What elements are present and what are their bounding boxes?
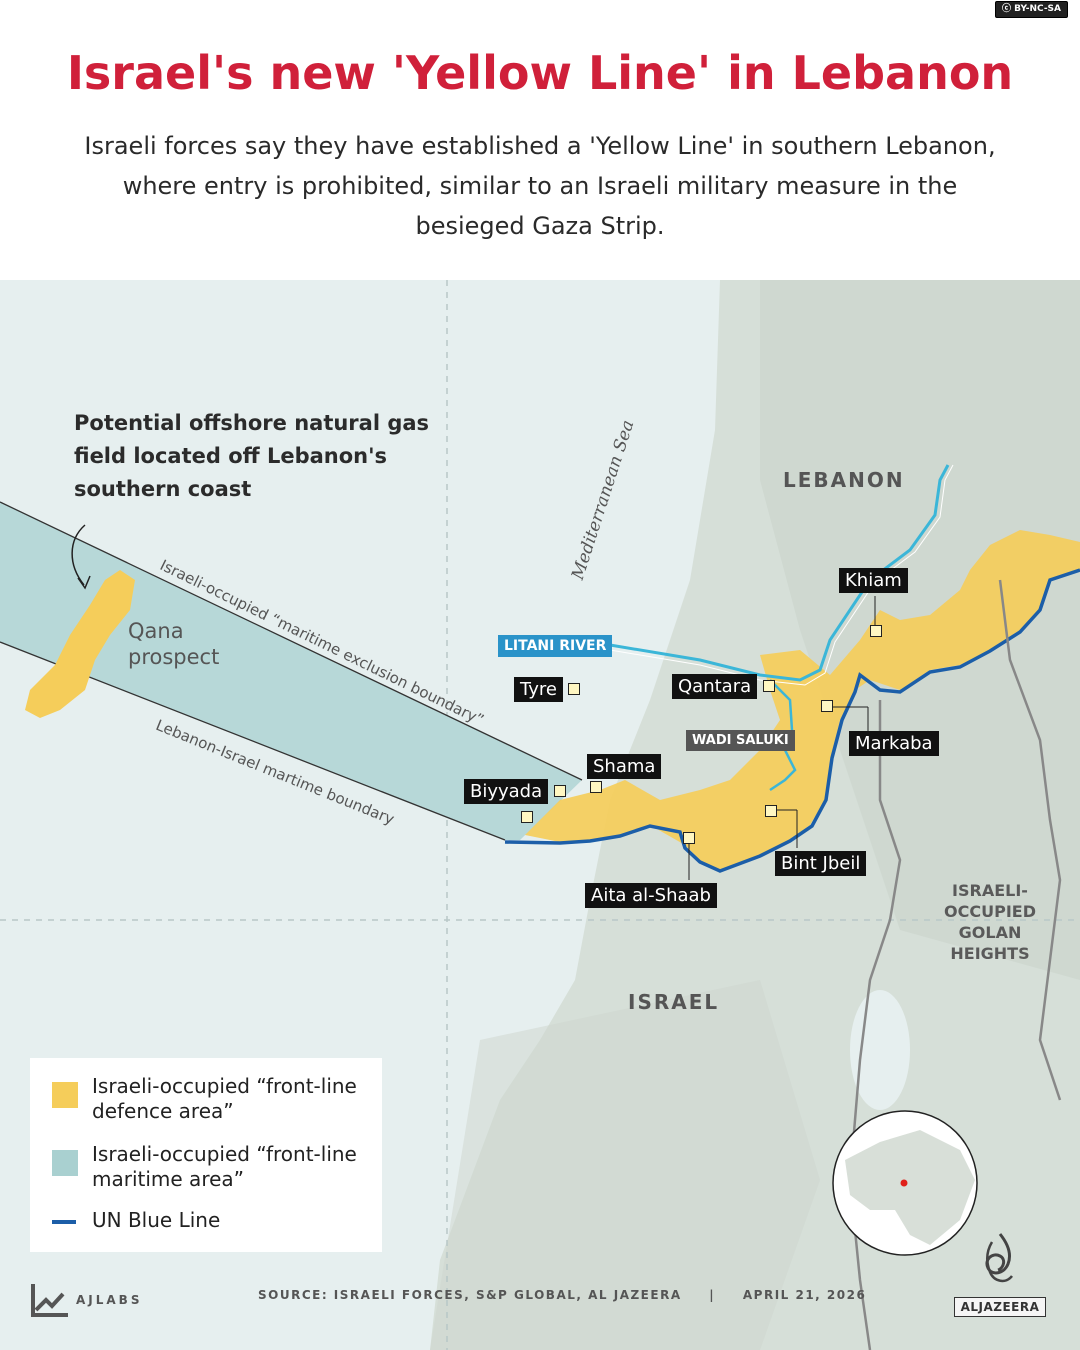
ajlabs-text: AJLABS [76, 1293, 143, 1307]
source-line: SOURCE: ISRAELI FORCES, S&P GLOBAL, AL J… [258, 1288, 866, 1302]
map-legend: Israeli-occupied “front-line defence are… [30, 1058, 382, 1252]
aljazeera-wordmark: ALJAZEERA [954, 1297, 1046, 1317]
marker-bint-jbeil [765, 805, 777, 817]
terrain-shade-2 [430, 980, 820, 1350]
legend-blue-line-swatch [52, 1220, 76, 1224]
place-biyyada: Biyyada [464, 779, 549, 804]
qana-prospect-label: Qana prospect [128, 619, 220, 669]
source-text: SOURCE: ISRAELI FORCES, S&P GLOBAL, AL J… [258, 1288, 682, 1302]
ajlabs-icon [31, 1284, 68, 1317]
globe-location-dot [900, 1179, 908, 1187]
marker-biyyada [554, 785, 566, 797]
legend-defence-swatch [52, 1082, 78, 1108]
page-subtitle: Israeli forces say they have established… [84, 132, 996, 240]
marker-coast [521, 811, 533, 823]
map[interactable]: Potential offshore natural gas field loc… [0, 280, 1080, 1350]
blue-line [504, 568, 1080, 873]
place-tyre: Tyre [514, 677, 563, 702]
separator: | [709, 1288, 716, 1302]
golan-label: ISRAELI-OCCUPIED GOLAN HEIGHTS [944, 881, 1036, 963]
aljazeera-logo: ALJAZEERA [954, 1232, 1046, 1317]
litani-river [609, 464, 950, 682]
marker-shama [590, 781, 602, 793]
marker-tyre [568, 683, 580, 695]
marker-khiam [870, 625, 882, 637]
place-bint-jbeil: Bint Jbeil [775, 851, 867, 876]
aljazeera-logo-icon [985, 1233, 1013, 1283]
place-qantara: Qantara [672, 674, 758, 699]
cc-icon: ⓒ [1002, 4, 1015, 14]
place-shama: Shama [587, 754, 662, 779]
wadi-saluki-label: WADI SALUKI [686, 730, 795, 751]
marker-qantara [763, 680, 775, 692]
place-markaba: Markaba [849, 731, 939, 756]
lebanon-label: LEBANON [783, 468, 905, 492]
place-aita-al-shaab: Aita al-Shaab [585, 883, 717, 908]
globe-land [845, 1130, 975, 1245]
border [848, 700, 902, 1350]
legend-maritime-label: Israeli-occupied “front-line maritime ar… [92, 1142, 357, 1191]
marker-aita-al-shaab [683, 832, 695, 844]
callout-arrowhead [77, 575, 91, 590]
maritime-area [0, 502, 582, 840]
map-graphic [0, 280, 1080, 1350]
callout-arrow [71, 524, 86, 586]
defence-area [525, 530, 1080, 870]
golan-border [998, 579, 1062, 1101]
date-text: APRIL 21, 2026 [742, 1288, 867, 1302]
page-title: Israel's new 'Yellow Line' in Lebanon [66, 46, 1014, 100]
place-khiam: Khiam [839, 568, 908, 593]
gas-field-callout: Potential offshore natural gas field loc… [74, 411, 430, 501]
license-badge: ⓒ BY-NC-SA [995, 1, 1068, 18]
marker-markaba [821, 700, 833, 712]
maritime-exclusion-line [0, 501, 583, 781]
qana-field [25, 570, 135, 718]
litani-river-label: LITANI RIVER [498, 635, 613, 657]
license-text: BY-NC-SA [1014, 4, 1061, 14]
lake [850, 990, 910, 1110]
legend-maritime-swatch [52, 1150, 78, 1176]
ajlabs-brand: AJLABS [30, 1282, 142, 1318]
legend-blue-line-label: UN Blue Line [92, 1208, 221, 1232]
israel-label: ISRAEL [628, 990, 720, 1014]
legend-defence-label: Israeli-occupied “front-line defence are… [92, 1074, 357, 1123]
